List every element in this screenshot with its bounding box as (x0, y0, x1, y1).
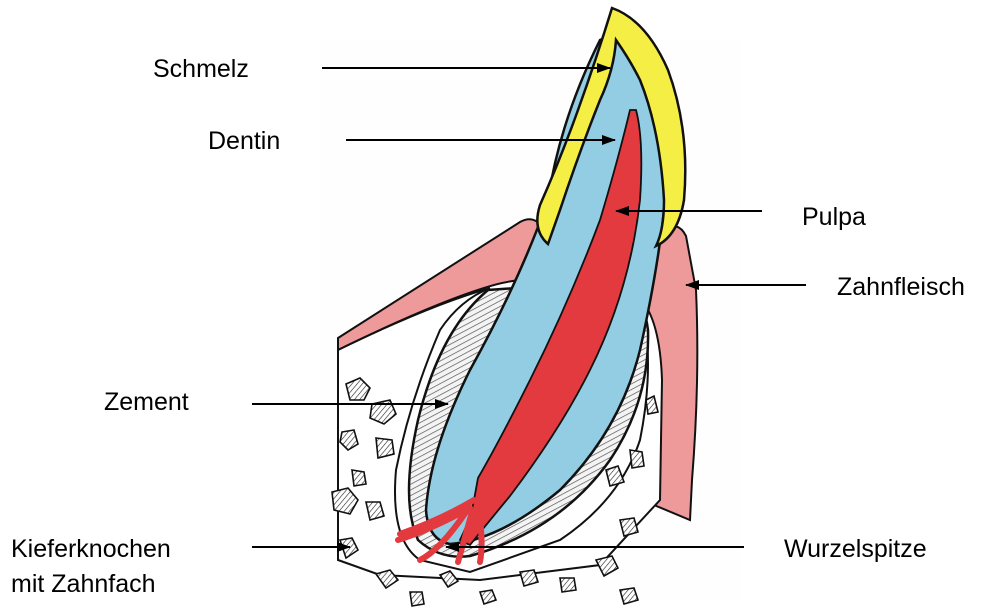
label-kieferknochen-line2: mit Zahnfach (11, 569, 156, 600)
label-schmelz: Schmelz (153, 54, 249, 85)
label-zement: Zement (104, 387, 189, 418)
label-kieferknochen-line1: Kieferknochen (11, 534, 171, 565)
label-zahnfleisch: Zahnfleisch (837, 272, 965, 303)
label-pulpa: Pulpa (802, 202, 866, 233)
label-dentin: Dentin (208, 126, 280, 157)
label-wurzelspitze: Wurzelspitze (784, 534, 927, 565)
